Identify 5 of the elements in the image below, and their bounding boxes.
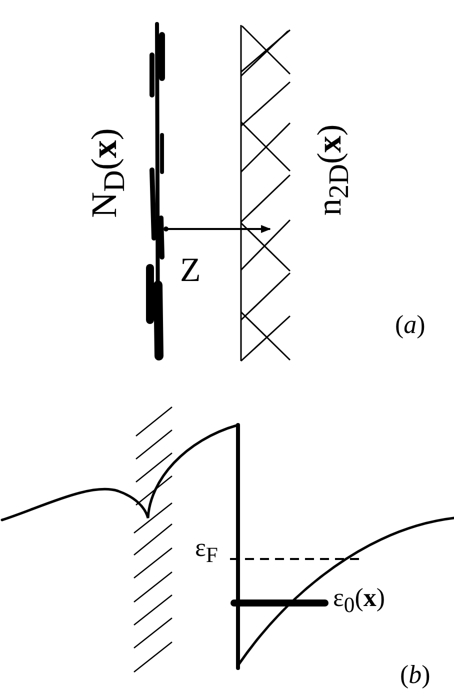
subband-energy-label: ε$_{0}$(x) [333, 585, 386, 617]
fermi-energy-label: ε$_{F}$ [195, 535, 218, 567]
panel-label: (a) [395, 312, 426, 338]
panel-label: (b) [400, 662, 430, 688]
distance-label: Z [180, 254, 201, 288]
